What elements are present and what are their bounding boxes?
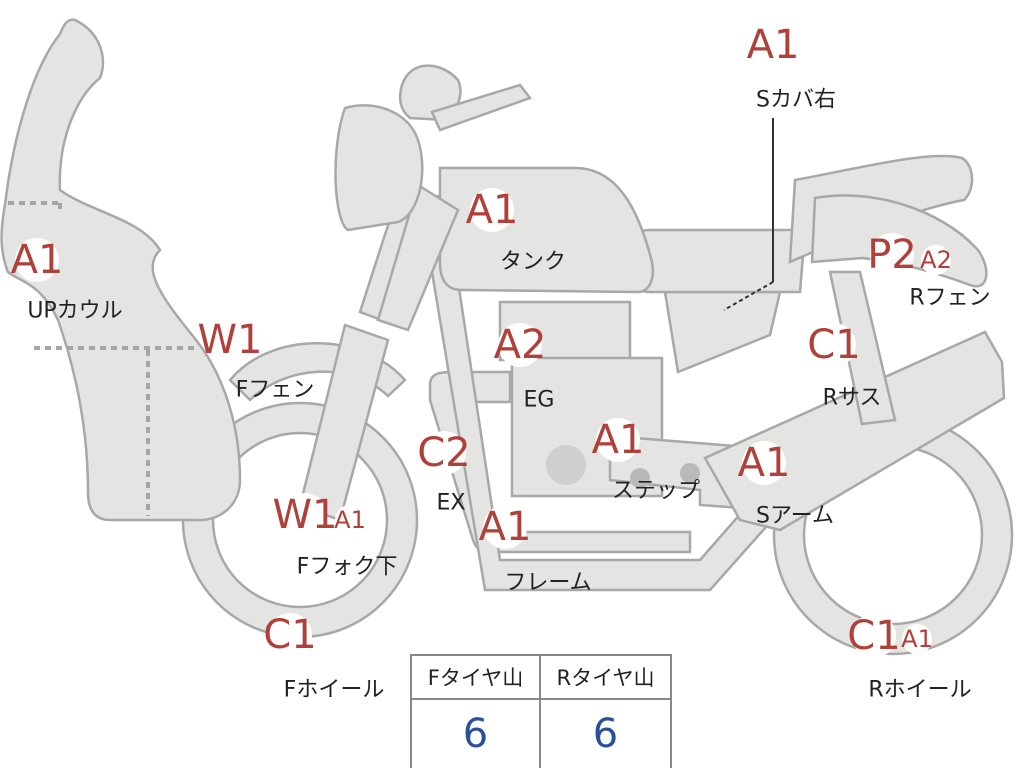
part-label-f-fender: W1 Fフェン <box>198 317 315 403</box>
front-tire-tread-value: 6 <box>412 700 541 768</box>
step-peg-shape <box>630 468 650 488</box>
grade-badge: W1 <box>198 317 263 363</box>
handle-shape <box>430 83 533 132</box>
part-name: Sアーム <box>756 504 834 529</box>
swing-arm-shape <box>703 330 1006 532</box>
grade-badge: C1 <box>263 612 316 658</box>
upper-cowl-shape <box>0 18 242 522</box>
part-name: EG <box>524 388 555 413</box>
part-label-engine: A2 EG <box>494 322 555 413</box>
grade-badge: C2 <box>417 430 470 476</box>
part-label-r-wheel: C1 A1 Rホイール <box>847 613 971 703</box>
side-cover-shape <box>663 290 782 374</box>
part-label-swing-arm: A1 Sアーム <box>738 440 834 529</box>
grade-badge: A1 <box>738 440 791 486</box>
part-label-side-cover-right: A1 Sカバ右 <box>747 22 836 113</box>
grade-badge: C1 <box>847 613 900 659</box>
grade-badge: P2 <box>867 232 917 278</box>
headlight-shape <box>334 104 424 232</box>
grade-badge-secondary: A1 <box>334 506 366 534</box>
grade-badge: A1 <box>592 417 645 463</box>
part-name: Rホイール <box>868 678 971 703</box>
grade-badge: C1 <box>807 322 860 368</box>
part-name: Sカバ右 <box>756 88 836 113</box>
rear-suspension-shape <box>828 270 897 426</box>
part-label-tank: A1 タンク <box>466 187 566 275</box>
part-label-up-cowl: A1 UPカウル <box>11 237 123 324</box>
grade-badge: W1 <box>273 492 338 538</box>
part-name: タンク <box>500 250 566 275</box>
grade-badge: A1 <box>466 187 519 233</box>
step-peg-shape-2 <box>680 463 700 483</box>
front-tire-tread-header: Fタイヤ山 <box>412 656 541 700</box>
side-cover-leader-dashed <box>723 281 774 311</box>
part-name: フレーム <box>504 571 591 596</box>
part-name: Fフェン <box>236 378 315 403</box>
rear-tire-tread-value: 6 <box>592 711 619 757</box>
part-name: Fホイール <box>284 678 385 703</box>
part-label-f-fork-lower: W1 A1 Fフォク下 <box>273 492 398 580</box>
grade-badge: A2 <box>494 322 547 368</box>
grade-badge: A1 <box>747 22 800 68</box>
part-name: UPカウル <box>27 299 122 324</box>
frame-upper-shape <box>636 228 807 294</box>
rear-tire-tread-header: Rタイヤ山 <box>541 656 670 700</box>
part-label-r-suspension: C1 Rサス <box>807 322 881 411</box>
part-label-frame: A1 フレーム <box>479 504 592 596</box>
part-name: EX <box>437 491 466 516</box>
part-label-step: A1 ステップ <box>592 417 700 504</box>
grade-badge: A1 <box>11 237 64 283</box>
part-label-exhaust: C2 EX <box>417 430 470 516</box>
part-name: ステップ <box>612 479 700 504</box>
meter-shape <box>398 64 462 122</box>
part-name: Fフォク下 <box>297 555 398 580</box>
grade-badge-secondary: A2 <box>920 246 952 274</box>
part-label-r-fender: P2 A2 Rフェン <box>867 232 990 311</box>
grade-badge: A1 <box>479 504 532 550</box>
part-name: Rフェン <box>909 286 990 311</box>
part-label-f-wheel: C1 Fホイール <box>263 612 384 703</box>
engine-cover-shape <box>546 445 586 485</box>
part-name: Rサス <box>823 386 882 411</box>
tire-tread-table: Fタイヤ山 Rタイヤ山 6 6 <box>410 654 672 768</box>
front-fork-guard-shape <box>376 183 460 332</box>
grade-badge-secondary: A1 <box>901 625 933 653</box>
